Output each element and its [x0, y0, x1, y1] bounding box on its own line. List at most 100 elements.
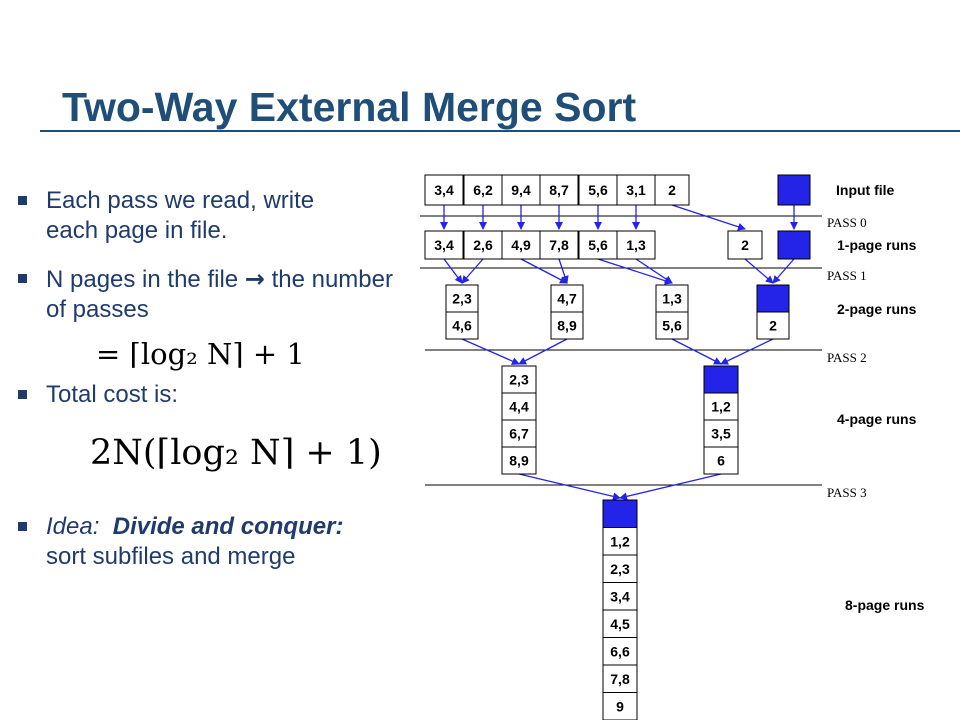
four-page-run-cell: 3,5: [703, 419, 739, 448]
page-block: [602, 499, 638, 528]
page-value: 1,3: [662, 291, 682, 307]
eight-page-run-cell: 6,6: [602, 637, 638, 666]
two-page-run-cell: 4,6: [445, 311, 479, 340]
bullet-line-2: each page in file.: [46, 217, 228, 244]
one-page-run: 7,8: [539, 230, 579, 260]
two-page-run-cell: 2: [756, 311, 790, 340]
page-value: 5,6: [588, 237, 608, 253]
page-value: 2: [741, 237, 749, 253]
merge-arrow: [671, 338, 722, 365]
page-cell-box: [424, 230, 464, 260]
page-value: 2: [668, 182, 676, 198]
input-page: 5,6: [578, 174, 618, 206]
page-value: 3,4: [434, 182, 454, 198]
one-page-run: 3,4: [424, 230, 464, 260]
page-value: 8,7: [549, 182, 569, 198]
page-value: 2,6: [473, 237, 493, 253]
bullet-text: N pages in the file → the number of pass…: [46, 264, 406, 325]
page-value: 7,8: [549, 237, 569, 253]
merge-arrow: [720, 338, 774, 365]
page-value: 4,9: [511, 237, 531, 253]
eight-page-run-cell: 2,3: [602, 554, 638, 583]
page-value: 3,4: [610, 588, 630, 604]
merge-arrow: [635, 258, 673, 284]
page-cell-box: [539, 230, 579, 260]
bullet-marker: [18, 390, 27, 399]
input-page: 9,4: [501, 174, 541, 206]
two-page-run-cell: 5,6: [655, 311, 689, 340]
page-value: 3,1: [626, 182, 646, 198]
two-page-run-cell: 2,3: [445, 284, 479, 313]
merge-arrow: [619, 473, 722, 501]
page-value: 1,3: [626, 237, 646, 253]
divide-conquer-label: Divide and conquer:: [112, 513, 344, 540]
eight-page-run-cell: 9: [602, 692, 638, 720]
page-cell-box: [654, 174, 690, 206]
four-page-run-cell: 1,2: [703, 392, 739, 421]
title-underline: [40, 130, 960, 132]
merge-arrow: [772, 258, 795, 284]
page-value: 6,7: [509, 426, 529, 442]
one-page-run: 2: [727, 230, 763, 260]
cost-formula: 2N(⌈log₂ N⌉ + 1): [90, 433, 382, 473]
page-cell-box: [501, 419, 537, 448]
eight-page-run-cell: 7,8: [602, 664, 638, 693]
one-page-run: 2,6: [463, 230, 503, 260]
pass-label: PASS 0: [827, 215, 867, 230]
page-value: 6,6: [610, 643, 630, 659]
input-page: 6,2: [463, 174, 503, 206]
page-cell-box: [727, 230, 763, 260]
eight-page-run-cell: 1,2: [602, 527, 638, 556]
page-cell-box: [501, 446, 537, 475]
page-block: [777, 230, 811, 260]
idea-label: Idea:: [46, 513, 100, 540]
page-value: 6: [717, 453, 725, 469]
page-value: 9,4: [511, 182, 531, 198]
run-label: 4-page runs: [837, 411, 917, 427]
page-value: 3,4: [434, 237, 454, 253]
pass-label: PASS 2: [827, 350, 867, 365]
input-page: 3,1: [616, 174, 656, 206]
merge-arrow: [461, 258, 484, 284]
merge-arrow: [461, 338, 520, 365]
run-label: 2-page runs: [837, 301, 917, 317]
merge-arrow: [597, 258, 673, 285]
four-page-run-cell: 6: [703, 446, 739, 475]
page-value: 5,6: [588, 182, 608, 198]
page-cell-box: [655, 311, 689, 340]
merge-arrow: [558, 258, 569, 284]
bullet-text: Total cost is:: [46, 381, 179, 408]
run-label: 1-page runs: [837, 237, 917, 253]
page-cell-box: [756, 311, 790, 340]
page-value: 4,5: [610, 616, 630, 632]
two-page-run-cell: 8,9: [550, 311, 584, 340]
page-cell-box: [578, 174, 618, 206]
page-cell-box: [445, 284, 479, 313]
page-block: [703, 365, 739, 394]
page-cell-box: [616, 230, 656, 260]
page-value: 4,6: [452, 318, 472, 334]
bullet-text: Idea: Divide and conquer: sort subfiles a…: [46, 512, 406, 572]
idea-rest: sort subfiles and merge: [46, 543, 296, 570]
page-cell-box: [445, 311, 479, 340]
bullet-marker: [18, 274, 27, 283]
page-value: 2: [769, 318, 777, 334]
two-page-run-cell: 4,7: [550, 284, 584, 313]
merge-arrow: [518, 338, 568, 365]
right-arrow-icon: →: [244, 265, 265, 293]
page-value: 2,3: [610, 561, 630, 577]
page-cell-box: [602, 692, 638, 720]
one-page-run: 4,9: [501, 230, 541, 260]
run-label: 8-page runs: [845, 597, 925, 613]
one-page-run: 5,6: [578, 230, 618, 260]
four-page-run-cell: 6,7: [501, 419, 537, 448]
bullet-line-1: Each pass we read, write: [46, 187, 315, 214]
run-label: Input file: [836, 182, 895, 198]
slide-title: Two-Way External Merge Sort: [62, 84, 637, 130]
page-cell-box: [578, 230, 618, 260]
page-value: 4,7: [557, 291, 577, 307]
bullet-text-pre: N pages in the file: [46, 266, 245, 293]
page-value: 6,2: [473, 182, 493, 198]
bullet-text: Each pass we read, write each page in fil…: [46, 186, 406, 246]
